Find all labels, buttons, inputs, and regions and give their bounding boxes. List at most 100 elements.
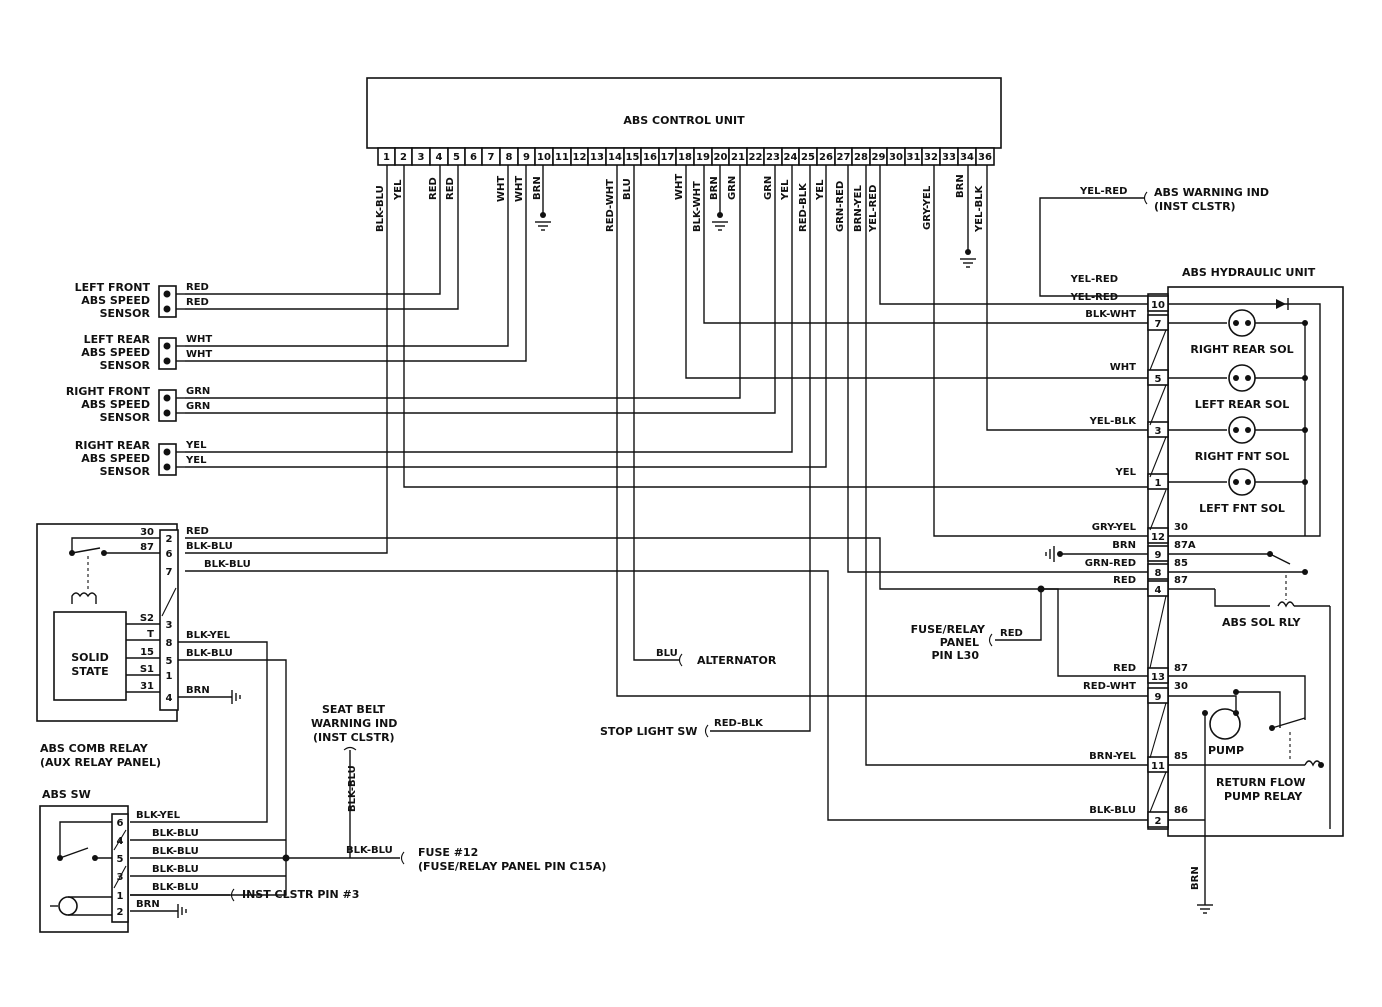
- seat-belt-1: SEAT BELT: [322, 703, 386, 716]
- sensor-name: ABS SPEED: [81, 452, 150, 465]
- abs-control-unit: [366, 77, 1002, 149]
- sensor-name: LEFT REAR: [84, 333, 151, 346]
- ecu-pin-number: 21: [731, 152, 745, 163]
- ecu-pin-number: 10: [537, 152, 551, 163]
- comb-relay-wire: BRN: [186, 685, 210, 696]
- solenoid-bus: [1168, 298, 1321, 537]
- stop-light-wire: RED-BLK: [714, 718, 764, 729]
- connector-icon: [400, 851, 405, 865]
- pump-rly-pin: 85: [1174, 751, 1188, 762]
- ecu-pin-number: 25: [801, 152, 815, 163]
- abs-hydraulic-unit: [1167, 286, 1344, 837]
- abs-sw-pin: 4: [117, 836, 124, 847]
- ecu-wire-label: WHT: [514, 176, 525, 202]
- hydraulic-pin-number: 4: [1155, 585, 1162, 596]
- ecu-pin-number: 34: [960, 152, 974, 163]
- hydraulic-wire-label: YEL-BLK: [1089, 416, 1138, 427]
- inst-pin3: INST CLSTR PIN #3: [242, 888, 359, 901]
- comb-relay-connector: [159, 529, 179, 711]
- sensor-wire: GRN: [186, 401, 210, 412]
- comb-relay-inner-pin: 31: [140, 681, 154, 692]
- comb-relay-wire: RED: [186, 526, 209, 537]
- ground-icon: [177, 904, 187, 918]
- sol-rly-pin: 87: [1174, 575, 1188, 586]
- hydraulic-pin-number: 9: [1155, 692, 1162, 703]
- ecu-pin-number: 5: [453, 152, 460, 163]
- hydraulic-wire-label: BLK-BLU: [1089, 805, 1136, 816]
- ecu-wire-label: WHT: [496, 176, 507, 202]
- comb-relay-label-2: (AUX RELAY PANEL): [40, 756, 161, 769]
- sensor-pin: [163, 448, 171, 456]
- connector-slash: [1149, 702, 1167, 759]
- ecu-pin-number: 30: [889, 152, 903, 163]
- hydraulic-pin-number: 8: [1155, 568, 1162, 579]
- solenoid-coil: [1228, 309, 1256, 337]
- ground-icon: [535, 165, 551, 231]
- pump-rly-pin: 87: [1174, 663, 1188, 674]
- comb-relay-pin: 8: [166, 638, 173, 649]
- ecu-wire-label: BLK-BLU: [375, 185, 386, 232]
- hydraulic-wire-label: RED: [1113, 575, 1136, 586]
- sensor-name: RIGHT FRONT: [66, 385, 151, 398]
- comb-relay-wire: BLK-BLU: [204, 559, 251, 570]
- hydraulic-pin-number: 5: [1155, 374, 1162, 385]
- sensor-name: ABS SPEED: [81, 346, 150, 359]
- ecu-wire-label: BRN: [532, 176, 543, 200]
- connector-icon: [704, 724, 709, 738]
- sensor-connector: [158, 389, 177, 422]
- hydraulic-wire-label: GRN-RED: [1085, 558, 1136, 569]
- hydraulic-pin-number: 13: [1151, 672, 1165, 683]
- ground-icon: [960, 165, 976, 268]
- solid-state-module: [53, 611, 127, 701]
- comb-relay-pin: 7: [166, 567, 173, 578]
- sensor-name: ABS SPEED: [81, 398, 150, 411]
- solenoid-coil: [1228, 468, 1256, 496]
- comb-relay-label-1: ABS COMB RELAY: [40, 742, 149, 755]
- solenoid-coil: [1228, 364, 1256, 392]
- comb-relay-wire: BLK-YEL: [186, 630, 231, 641]
- ecu-pin-number: 17: [661, 152, 675, 163]
- sensor-pin: [163, 342, 171, 350]
- comb-relay-inner-pin: S2: [140, 613, 154, 624]
- solenoid-terminal: [1245, 320, 1251, 326]
- ecu-pin-number: 29: [872, 152, 886, 163]
- sol-rly-pin: 85: [1174, 558, 1188, 569]
- seat-belt-2: WARNING IND: [311, 717, 397, 730]
- hydraulic-wire-label: YEL-RED: [1070, 292, 1118, 303]
- connector-icon: [678, 653, 683, 667]
- return-flow-pump-relay: [1168, 675, 1324, 840]
- connector-slash: [1149, 436, 1167, 478]
- abs-sw-internal: [50, 821, 112, 916]
- comb-relay-inner-pin: T: [147, 629, 154, 640]
- fuse-relay-wire: RED: [1000, 628, 1023, 639]
- solenoid-terminal: [1245, 479, 1251, 485]
- sensor-wire: YEL: [185, 455, 207, 466]
- solenoid-coil: [1228, 416, 1256, 444]
- sensor-pin: [163, 357, 171, 365]
- abs-sw-pins: 645312BLK-YELBLK-BLUBLK-BLUBLK-BLUBLK-BL…: [113, 810, 199, 918]
- abs-sw-wire: BLK-BLU: [152, 864, 199, 875]
- alternator-label: ALTERNATOR: [697, 654, 777, 667]
- warning-ind-2: (INST CLSTR): [1154, 200, 1236, 213]
- abs-sw-pin: 5: [117, 854, 124, 865]
- connector-slash: [1149, 771, 1167, 813]
- hydraulic-pin-number: 11: [1151, 761, 1165, 772]
- hyd-ground-wire: BRN: [1190, 866, 1201, 890]
- hydraulic-wire-label: BLK-WHT: [1085, 309, 1136, 320]
- comb-relay-inner-pin: 87: [140, 542, 154, 553]
- hydraulic-wire-label: YEL-RED: [1070, 274, 1118, 285]
- pump-rly-label-1: RETURN FLOW: [1216, 776, 1306, 789]
- sensor-pin: [163, 290, 171, 298]
- ecu-pin-number: 20: [714, 152, 728, 163]
- connector-slash: [1149, 384, 1167, 426]
- ecu-pin-number: 22: [749, 152, 763, 163]
- ground-icon: [231, 690, 241, 704]
- warning-ind-wire: YEL-RED: [1079, 186, 1127, 197]
- hydraulic-pin-number: 7: [1155, 319, 1162, 330]
- seat-belt-wire: BLK-BLU: [347, 765, 358, 812]
- hydraulic-pin-number: 3: [1155, 426, 1162, 437]
